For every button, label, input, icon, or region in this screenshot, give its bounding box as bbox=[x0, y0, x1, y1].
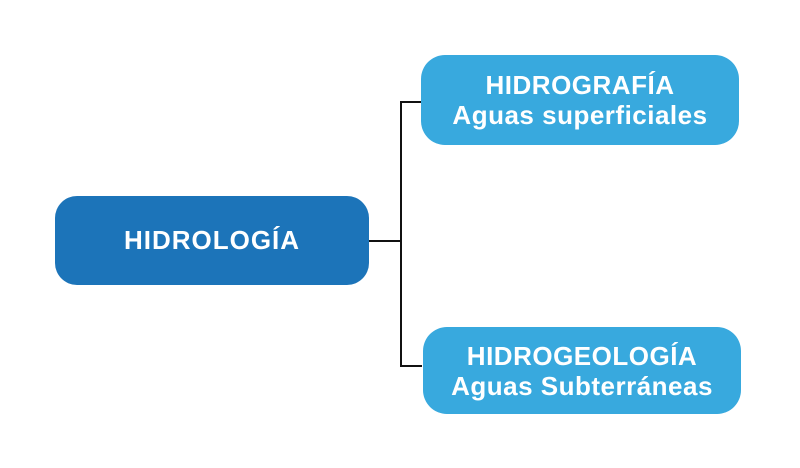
child-node-hidrogeologia: HIDROGEOLOGÍA Aguas Subterráneas bbox=[423, 327, 741, 414]
root-node-title: HIDROLOGÍA bbox=[123, 225, 301, 255]
child-node-title: HIDROGEOLOGÍA bbox=[466, 340, 698, 371]
child-node-hidrografia: HIDROGRAFÍA Aguas superficiales bbox=[421, 55, 739, 145]
child-node-subtitle: Aguas Subterráneas bbox=[451, 370, 713, 401]
child-node-title: HIDROGRAFÍA bbox=[485, 70, 675, 100]
connector-vertical-trunk bbox=[400, 101, 402, 367]
child-node-subtitle: Aguas superficiales bbox=[452, 100, 708, 130]
connector-bottom-branch bbox=[400, 365, 422, 367]
root-node-hidrologia: HIDROLOGÍA bbox=[55, 196, 369, 285]
connector-top-branch bbox=[400, 101, 422, 103]
connector-root-horizontal bbox=[369, 240, 402, 242]
